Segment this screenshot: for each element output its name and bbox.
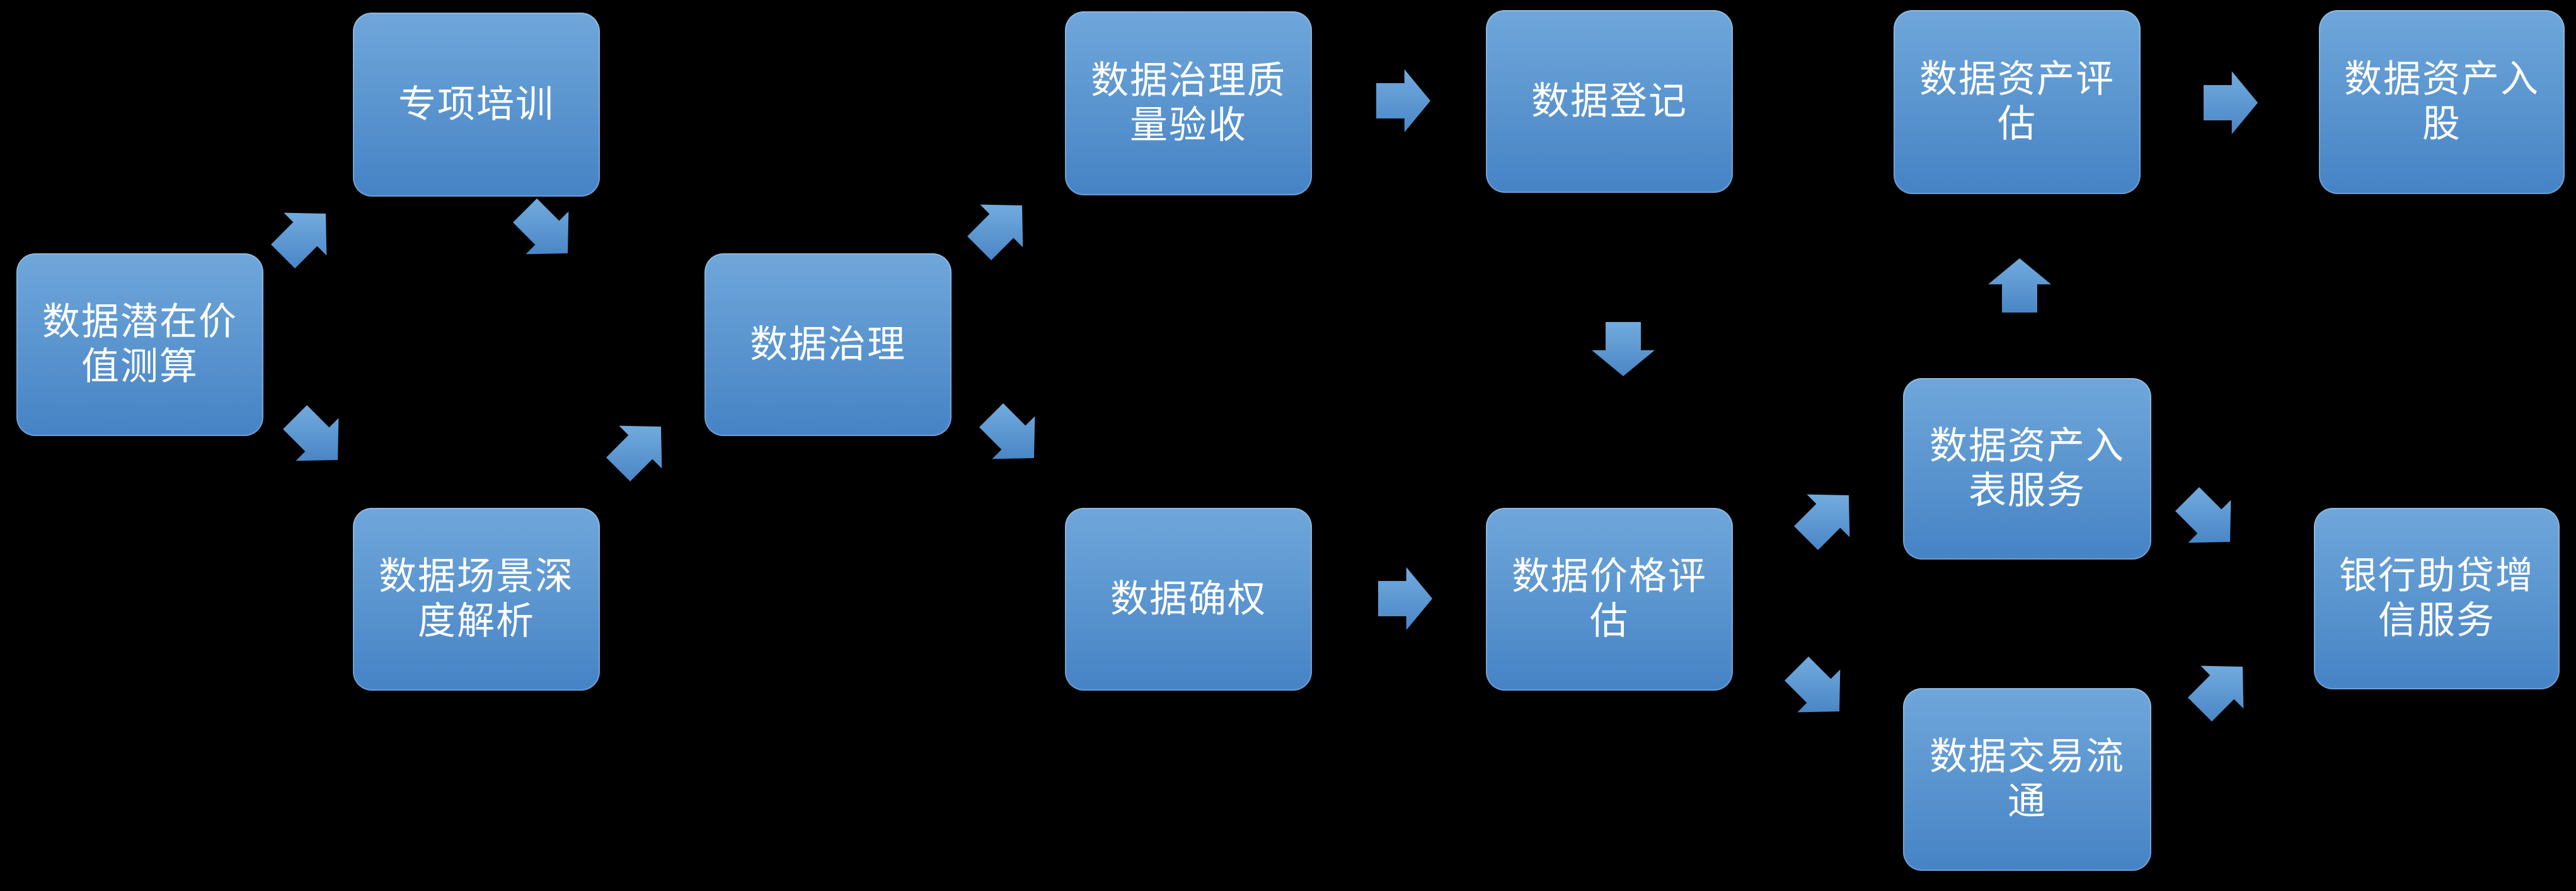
arrow-data-governance-to-data-rights-confirmation	[979, 403, 1035, 459]
node-label: 数据治理	[750, 323, 906, 365]
arrow-data-asset-evaluation-to-data-asset-equity	[2204, 71, 2258, 134]
arrow-data-rights-confirmation-to-data-price-evaluation	[1378, 567, 1432, 630]
arrow-data-trading-circulation-to-bank-credit-enhancement	[2188, 665, 2244, 721]
arrow-governance-quality-acceptance-to-data-registration	[1376, 69, 1430, 132]
arrow-data-scenario-analysis-to-data-governance	[606, 425, 662, 481]
node-label: 数据治理质 量验收	[1091, 59, 1286, 146]
node-special-training: 专项培训	[353, 13, 600, 197]
arrow-data-governance-to-governance-quality-acceptance	[967, 204, 1023, 260]
arrow-special-training-to-data-governance	[513, 198, 569, 255]
node-label: 数据确权	[1110, 577, 1267, 620]
node-data-asset-accounting-service: 数据资产入 表服务	[1903, 378, 2151, 560]
node-label: 银行助贷增 信服务	[2339, 555, 2534, 641]
node-label: 数据资产入 表服务	[1929, 425, 2125, 512]
node-label: 数据价格评 估	[1512, 555, 1707, 642]
arrow-data-registration-to-data-price-evaluation	[1592, 322, 1655, 376]
node-data-governance: 数据治理	[704, 253, 952, 436]
arrow-data-potential-value-to-data-scenario-analysis	[283, 405, 339, 461]
arrow-data-potential-value-to-special-training	[271, 212, 327, 268]
node-bank-credit-enhancement: 银行助贷增 信服务	[2314, 508, 2560, 689]
node-data-trading-circulation: 数据交易流 通	[1903, 688, 2151, 871]
node-label: 数据交易流 通	[1929, 735, 2125, 822]
node-label: 数据场景深 度解析	[379, 555, 574, 642]
node-label: 数据资产评 估	[1919, 58, 2115, 145]
node-label: 数据登记	[1531, 79, 1688, 122]
node-data-asset-equity: 数据资产入 股	[2319, 10, 2565, 194]
node-label: 数据资产入 股	[2344, 58, 2539, 145]
node-label: 专项培训	[398, 83, 555, 125]
arrow-data-price-evaluation-to-data-asset-accounting-service	[1794, 494, 1850, 550]
node-data-potential-value: 数据潜在价 值测算	[16, 253, 263, 436]
node-governance-quality-acceptance: 数据治理质 量验收	[1065, 11, 1312, 195]
node-label: 数据潜在价 值测算	[42, 301, 238, 388]
node-data-price-evaluation: 数据价格评 估	[1486, 508, 1733, 691]
arrow-data-price-evaluation-to-data-trading-circulation	[1785, 657, 1841, 713]
node-data-asset-evaluation: 数据资产评 估	[1894, 10, 2141, 194]
arrow-data-asset-accounting-service-to-data-asset-evaluation	[1988, 258, 2051, 313]
node-data-scenario-analysis: 数据场景深 度解析	[353, 508, 600, 691]
node-data-registration: 数据登记	[1486, 10, 1733, 193]
arrow-data-asset-accounting-service-to-bank-credit-enhancement	[2175, 487, 2231, 543]
node-data-rights-confirmation: 数据确权	[1065, 508, 1312, 691]
